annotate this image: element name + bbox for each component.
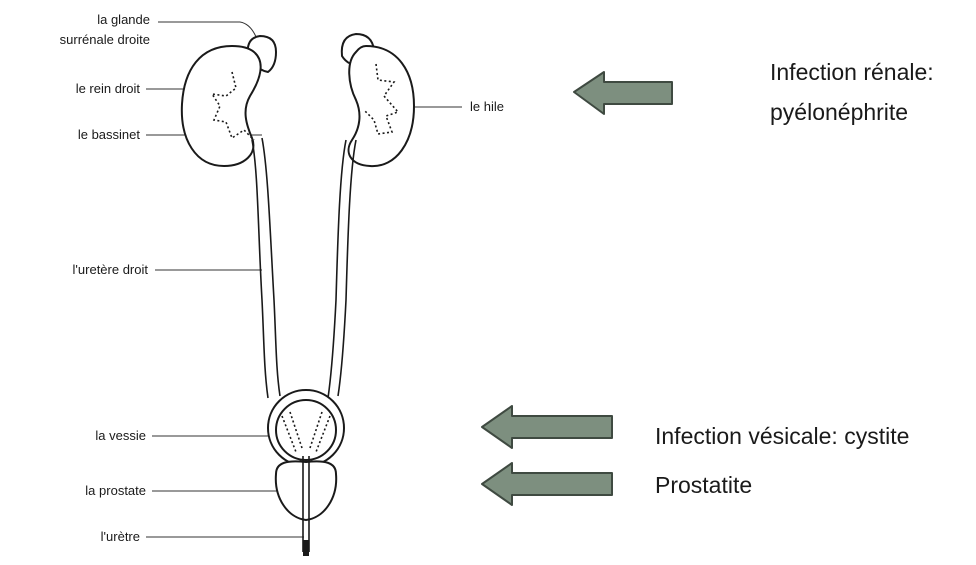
bladder-inner — [276, 400, 336, 460]
label-adrenal-line1: la glande — [97, 12, 150, 27]
leader-adrenal — [158, 22, 258, 42]
label-right-kidney: le rein droit — [76, 81, 141, 96]
label-adrenal-line2: surrénale droite — [60, 32, 150, 47]
prostate — [276, 461, 336, 520]
left-kidney — [349, 46, 414, 166]
prostatitis-label: Prostatite — [655, 472, 752, 498]
kidney-infection-name: pyélonéphrite — [770, 99, 908, 125]
kidney-infection-arrow — [574, 72, 672, 114]
left-ureter-inner — [328, 140, 346, 398]
label-hilum: le hile — [470, 99, 504, 114]
prostatitis-arrow — [482, 463, 612, 505]
label-urethra: l'urètre — [101, 529, 140, 544]
label-right-ureter: l'uretère droit — [73, 262, 149, 277]
right-ureter-outer — [252, 140, 268, 398]
bladder-infection-arrow — [482, 406, 612, 448]
urethra-tip — [303, 540, 309, 556]
right-kidney — [182, 46, 261, 166]
kidney-infection-title: Infection rénale: — [770, 59, 934, 85]
label-bladder: la vessie — [95, 428, 146, 443]
bladder-infection-label: Infection vésicale: cystite — [655, 423, 909, 449]
label-renal-pelvis: le bassinet — [78, 127, 141, 142]
label-prostate: la prostate — [85, 483, 146, 498]
